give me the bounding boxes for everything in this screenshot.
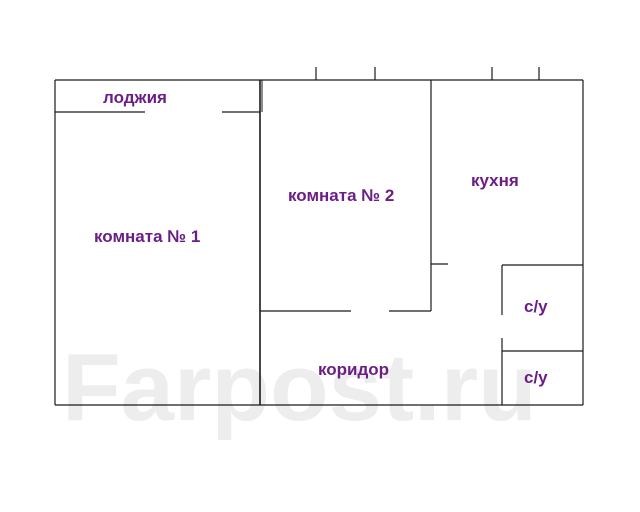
watermark-text: Farpost.ru	[62, 334, 537, 441]
room-label-room1: комната № 1	[94, 227, 201, 246]
room-label-room2: комната № 2	[288, 186, 395, 205]
room-label-loggia: лоджия	[103, 88, 167, 107]
walls	[54, 67, 584, 406]
room-label-kitchen: кухня	[471, 171, 519, 190]
watermark-group: Farpost.ru	[62, 334, 537, 441]
room-label-corridor: коридор	[318, 360, 390, 379]
room-label-bathroom-1: с/у	[524, 297, 548, 316]
room-label-bathroom-2: с/у	[524, 368, 548, 387]
